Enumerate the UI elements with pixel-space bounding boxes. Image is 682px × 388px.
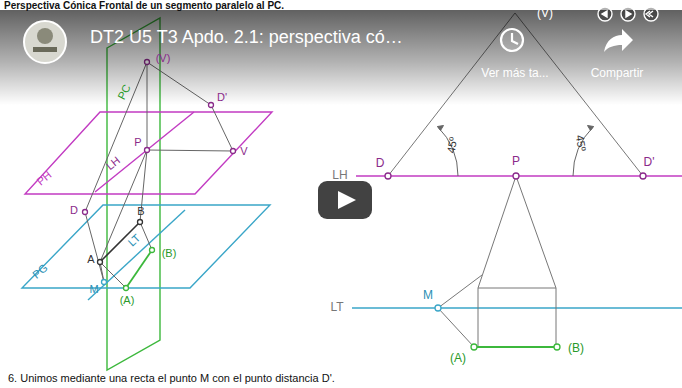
point-label: D: [70, 204, 78, 216]
play-button: [318, 181, 372, 219]
construction-lines: [478, 288, 556, 289]
point-label: LT: [330, 301, 343, 314]
nav-icons: [626, 11, 631, 17]
angle-arcs: [588, 126, 594, 131]
play-button: [338, 191, 356, 209]
construction-lines: [438, 308, 474, 347]
point-marks: [471, 344, 477, 350]
share-icon: [604, 29, 633, 52]
angle-arcs: [438, 126, 594, 177]
point-marks: [98, 260, 103, 265]
nav-icons: [644, 7, 658, 21]
point-label: P: [512, 155, 520, 168]
title-shade: [0, 10, 682, 105]
point-marks: [145, 148, 150, 153]
clock-icon: [501, 29, 523, 51]
point-label: LH: [104, 154, 123, 172]
angle-arcs: [573, 127, 594, 177]
projection-lines: [211, 105, 233, 151]
point-label: 45º: [445, 136, 460, 154]
channel-logo: [24, 21, 66, 63]
nav-icons: [602, 11, 607, 17]
point-marks: [83, 210, 88, 215]
nav-icons: [621, 7, 635, 21]
construction-lines: [478, 288, 479, 347]
point-label: (V): [537, 7, 553, 20]
projection-lines: [85, 212, 104, 282]
point-marks: [513, 173, 519, 179]
point-marks: [385, 173, 391, 179]
point-label: D: [376, 157, 385, 170]
channel-logo: [33, 47, 57, 52]
channel-logo: [24, 21, 66, 63]
angle-arcs: [438, 126, 444, 131]
true-segment: [474, 346, 557, 348]
point-marks: [124, 286, 129, 291]
point-marks: [231, 149, 236, 154]
page-heading: Perspectiva Cónica Frontal de un segment…: [4, 0, 284, 11]
segment-true: [126, 250, 152, 288]
point-label: PG: [30, 261, 50, 280]
construction-lines: [478, 176, 516, 288]
point-label: 45º: [574, 134, 589, 152]
point-label: (B): [568, 342, 584, 355]
point-label: (B): [162, 247, 177, 259]
projection-lines: [140, 222, 152, 250]
point-label: D': [644, 156, 655, 169]
share-icon: [604, 29, 633, 52]
play-button: [318, 181, 372, 219]
step-caption: 6. Unimos mediante una recta el punto M …: [8, 372, 335, 385]
video-title: DT2 U5 T3 Apdo. 2.1: perspectiva có…: [90, 28, 403, 48]
point-label: M: [423, 289, 433, 302]
construction-lines: [556, 288, 557, 347]
nav-icons: [646, 11, 653, 17]
point-label: PC: [115, 82, 133, 101]
clock-icon: [512, 33, 518, 44]
more-videos-label: Ver más ta...: [481, 67, 548, 80]
point-label: D': [217, 91, 227, 103]
point-marks: [435, 305, 441, 311]
projection-lines: [147, 150, 233, 151]
point-marks: [640, 173, 646, 179]
point-label: LH: [332, 169, 347, 182]
point-label: A: [87, 253, 94, 265]
point-marks: [102, 280, 107, 285]
true-segment: [474, 346, 557, 348]
point-label: (V): [156, 52, 171, 64]
ground-plane: [22, 205, 270, 300]
ground-line: [352, 307, 682, 309]
point-label: B: [137, 205, 144, 217]
channel-logo: [37, 28, 53, 44]
nav-icons: [598, 7, 612, 21]
projection-lines: [100, 262, 126, 288]
projection-lines: [100, 150, 147, 262]
segment-true: [126, 250, 152, 288]
point-label: M: [89, 283, 98, 295]
point-label: PH: [34, 168, 53, 187]
point-label: P: [134, 136, 141, 148]
point-label: LT: [125, 231, 142, 248]
point-label: (A): [120, 294, 135, 306]
ground-line: [352, 307, 682, 309]
point-label: V: [240, 145, 247, 157]
point-label: (A): [450, 352, 466, 365]
point-marks: [138, 220, 143, 225]
share-label: Compartir: [591, 67, 644, 80]
nav-icons: [598, 7, 658, 21]
horizon-plane: [25, 112, 272, 194]
clock-icon: [501, 29, 523, 51]
construction-lines: [438, 275, 482, 308]
title-shade: [0, 10, 682, 105]
horizon-plane: [25, 112, 272, 194]
point-marks: [554, 344, 560, 350]
point-marks: [150, 248, 155, 253]
point-marks: [385, 173, 646, 350]
construction-lines: [516, 176, 556, 288]
